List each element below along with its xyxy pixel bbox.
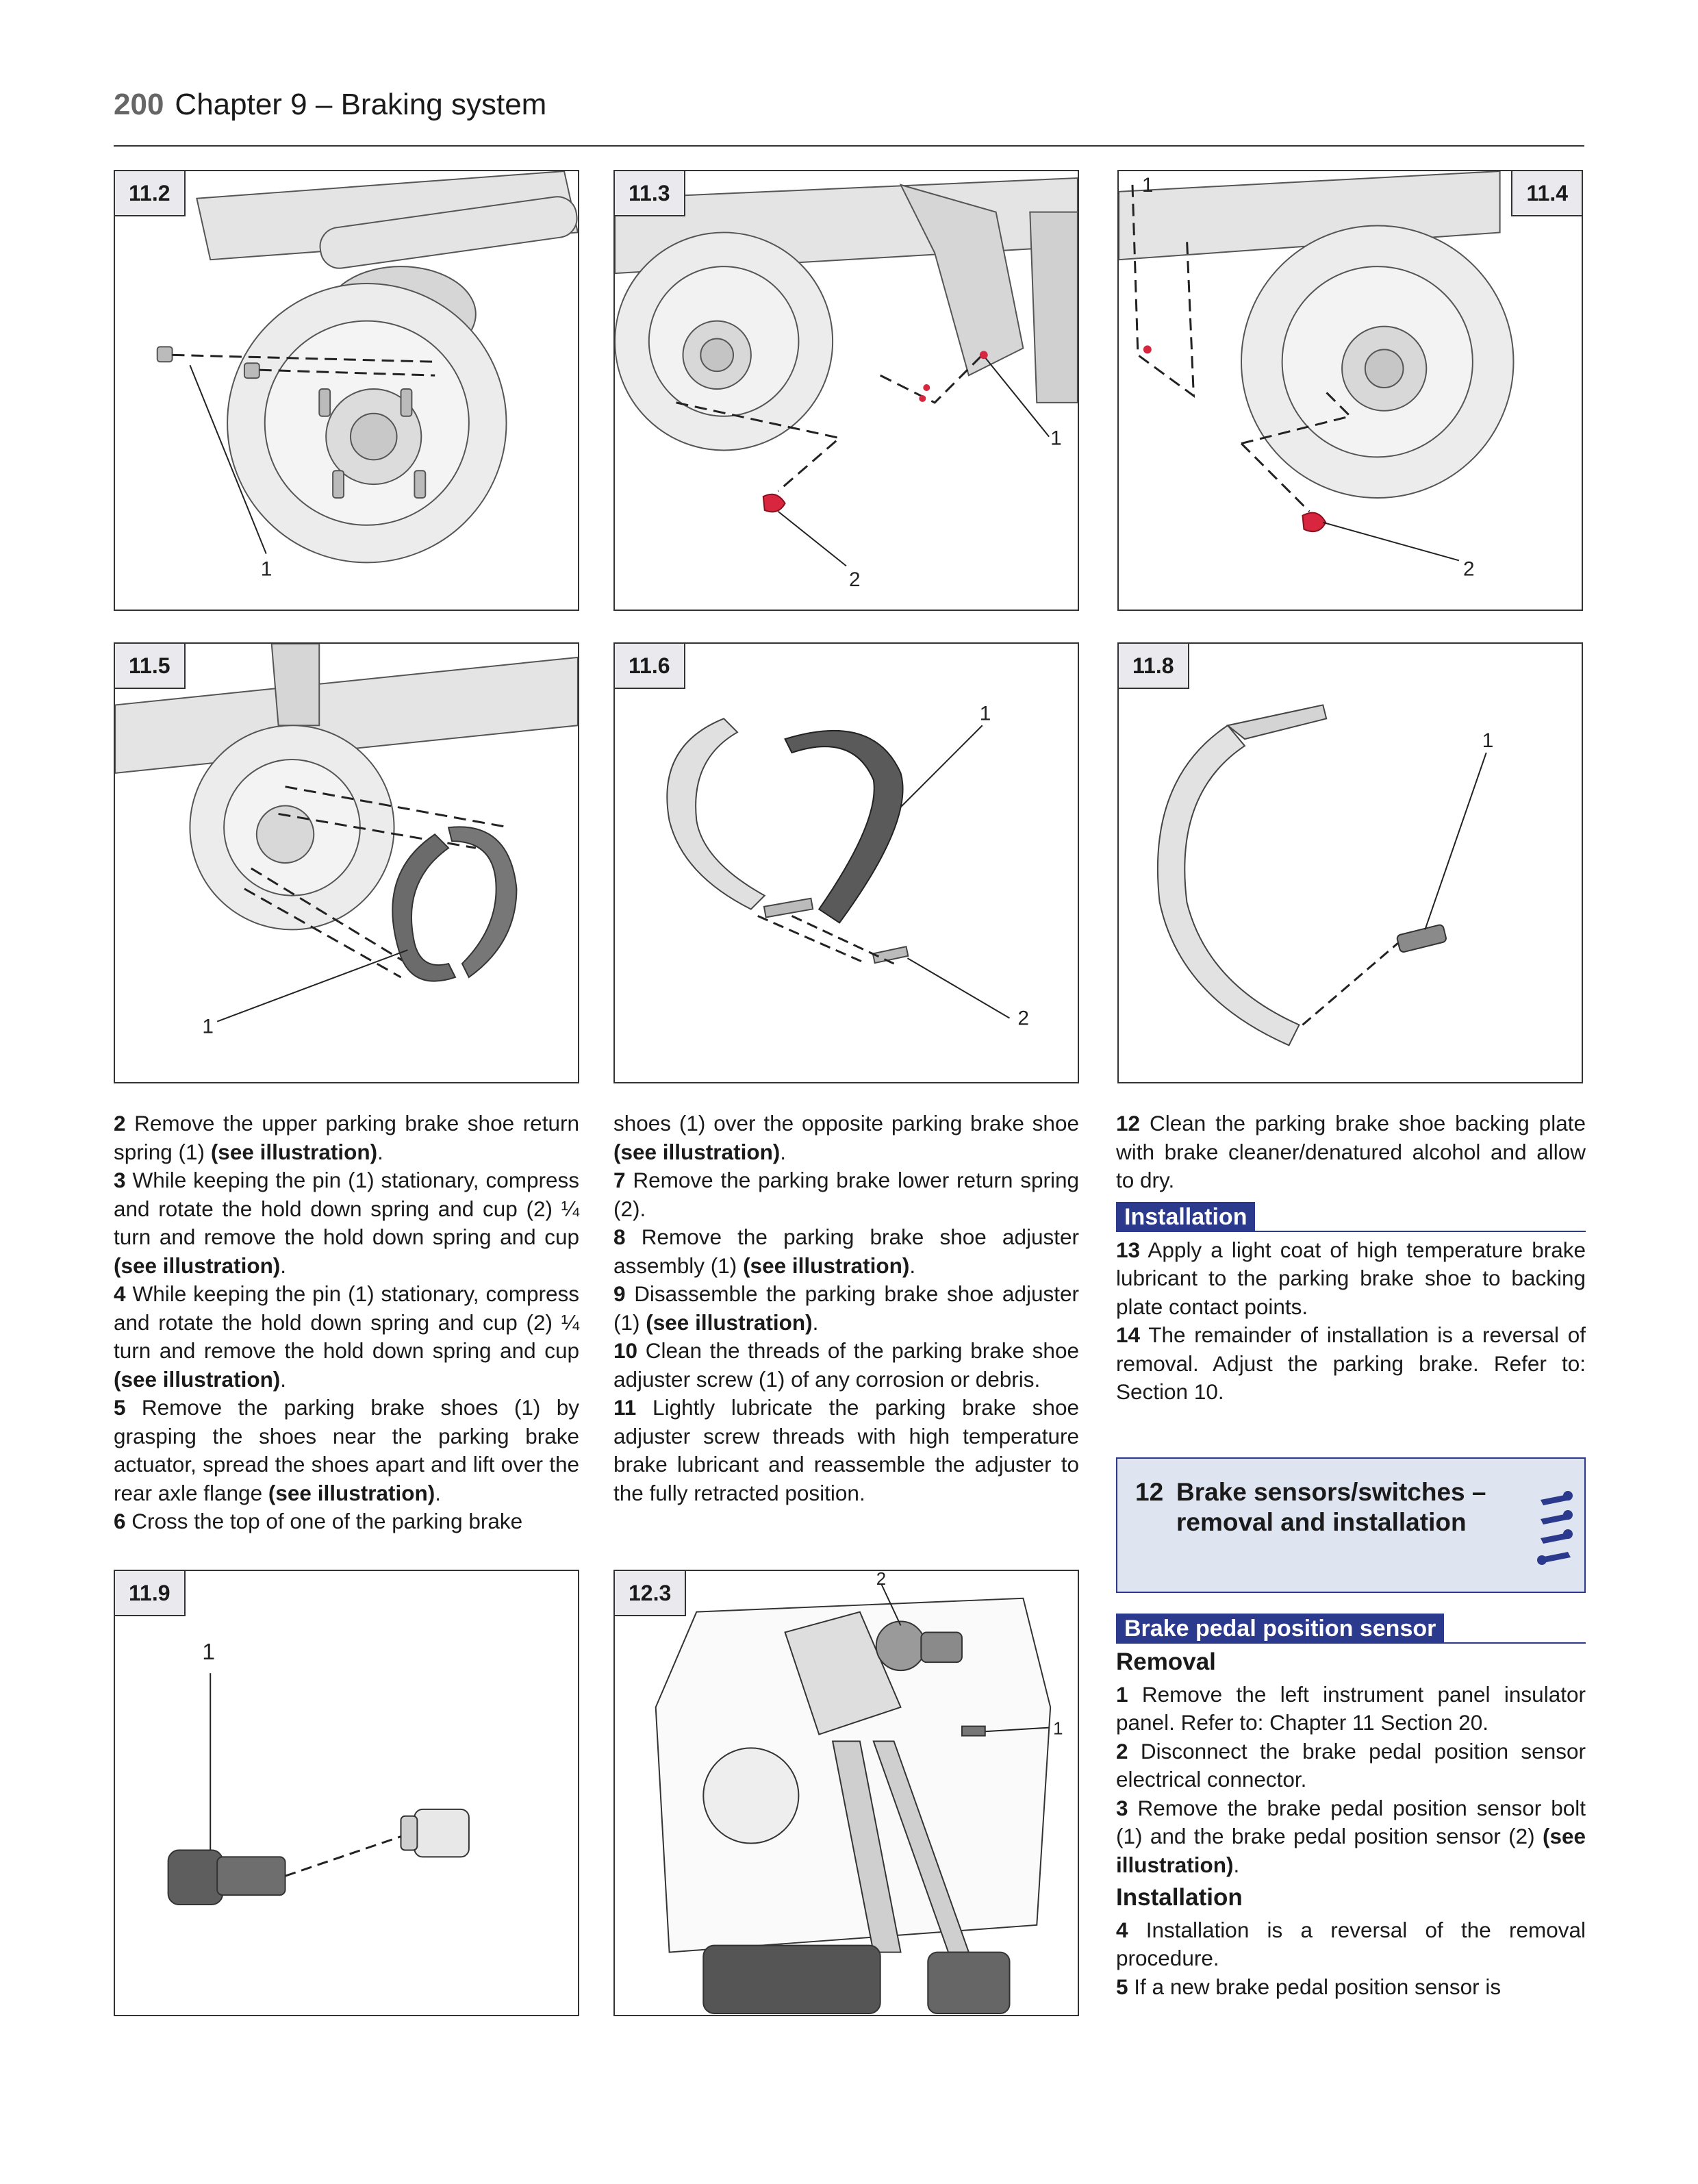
figure-label: 11.8 — [1119, 644, 1189, 689]
text-column-1: 2 Remove the upper parking brake shoe re… — [114, 1109, 579, 1536]
figure-11-9: 11.9 1 — [114, 1570, 579, 2016]
callout-1: 1 — [261, 557, 273, 580]
section-title-line-1: Brake sensors/switches – — [1176, 1478, 1486, 1506]
step-12: 12 Clean the parking brake shoe backing … — [1116, 1111, 1586, 1192]
callout-1: 1 — [1053, 1720, 1063, 1739]
hold-down-spring-illustration: 1 2 — [1119, 171, 1515, 580]
brake-pedal-assembly-illustration: 2 1 — [655, 1571, 1063, 2015]
parking-brake-shoes-removal-illustration: 1 — [115, 644, 578, 1038]
callout-2: 2 — [849, 568, 861, 591]
step-3: 3 Remove the brake pedal position sensor… — [1116, 1795, 1586, 1877]
figure-12-3: 12.3 2 1 — [613, 1570, 1079, 2016]
callout-1: 1 — [1142, 174, 1154, 197]
lower-return-spring-illustration: 1 2 — [666, 702, 1029, 1030]
figure-label: 11.5 — [115, 644, 186, 689]
callout-2: 2 — [1463, 557, 1475, 580]
section-12-title-box: 12 Brake sensors/switches – removal and … — [1116, 1457, 1586, 1593]
figure-label: 11.3 — [615, 171, 685, 216]
page-number: 200 — [114, 88, 164, 121]
section-12-content: Brake pedal position sensor Removal 1 Re… — [1116, 1607, 1586, 2001]
callout-1: 1 — [980, 702, 991, 725]
step-9: 9 Disassemble the parking brake shoe adj… — [613, 1281, 1079, 1335]
installation-heading: Installation — [1116, 1201, 1586, 1232]
step-11: 11 Lightly lubricate the parking brake s… — [613, 1395, 1079, 1505]
callout-1: 1 — [1050, 427, 1062, 450]
step-4: 4 Installation is a reversal of the remo… — [1116, 1917, 1586, 1971]
step-3: 3 While keeping the pin (1) stationary, … — [114, 1168, 579, 1278]
figure-11-8: 11.8 1 — [1117, 642, 1583, 1083]
step-4: 4 While keeping the pin (1) stationary, … — [114, 1281, 579, 1392]
figure-11-3: 11.3 1 2 — [613, 170, 1079, 611]
callout-1: 1 — [202, 1015, 214, 1038]
section-number: 12 — [1135, 1478, 1164, 1506]
figure-11-4: 11.4 1 2 — [1117, 170, 1583, 611]
callout-1: 1 — [1482, 729, 1494, 752]
step-5: 5 If a new brake pedal position sensor i… — [1116, 1974, 1501, 1999]
step-6: 6 Cross the top of one of the parking br… — [114, 1509, 523, 1533]
callout-2: 2 — [1017, 1007, 1029, 1030]
callout-2: 2 — [876, 1571, 886, 1589]
section-title-line-2: removal and installation — [1176, 1508, 1467, 1536]
step-14: 14 The remainder of installation is a re… — [1116, 1322, 1586, 1404]
figure-11-6: 11.6 1 2 — [613, 642, 1079, 1083]
text-column-2: shoes (1) over the opposite parking brak… — [613, 1109, 1079, 1507]
brake-disc-illustration: 1 — [156, 171, 578, 580]
brake-pedal-position-sensor-heading: Brake pedal position sensor — [1116, 1614, 1586, 1644]
installation-subheading: Installation — [1116, 1884, 1243, 1911]
figure-label: 11.6 — [615, 644, 685, 689]
header-rule — [114, 145, 1584, 147]
figure-11-2: 11.2 1 — [114, 170, 579, 611]
step-2: 2 Remove the upper parking brake shoe re… — [114, 1111, 579, 1164]
step-10: 10 Clean the threads of the parking brak… — [613, 1338, 1079, 1392]
figure-label: 11.9 — [115, 1571, 186, 1616]
adjuster-screw-illustration: 1 — [167, 1639, 470, 1905]
chapter-title: Chapter 9 – Braking system — [175, 88, 547, 121]
step-6-continued: shoes (1) over the opposite parking brak… — [613, 1111, 1079, 1164]
step-5: 5 Remove the parking brake shoes (1) by … — [114, 1395, 579, 1505]
figure-label: 12.3 — [615, 1571, 687, 1616]
step-7: 7 Remove the parking brake lower return … — [613, 1168, 1079, 1221]
page-header: 200 Chapter 9 – Braking system — [114, 88, 546, 122]
figure-label: 11.2 — [115, 171, 186, 216]
step-8: 8 Remove the parking brake shoe adjuster… — [613, 1225, 1079, 1278]
shoe-adjuster-illustration: 1 — [1156, 704, 1494, 1046]
figure-label: 11.4 — [1511, 171, 1582, 216]
step-13: 13 Apply a light coat of high temperatur… — [1116, 1237, 1586, 1319]
figure-11-5: 11.5 1 — [114, 642, 579, 1083]
callout-1: 1 — [202, 1639, 215, 1665]
removal-heading: Removal — [1116, 1648, 1216, 1675]
text-column-3: 12 Clean the parking brake shoe backing … — [1116, 1109, 1586, 1407]
spanner-difficulty-icon — [1537, 1491, 1573, 1565]
backing-plate-illustration: 1 2 — [615, 177, 1078, 591]
step-1: 1 Remove the left instrument panel insul… — [1116, 1681, 1586, 1735]
step-2: 2 Disconnect the brake pedal position se… — [1116, 1738, 1586, 1792]
